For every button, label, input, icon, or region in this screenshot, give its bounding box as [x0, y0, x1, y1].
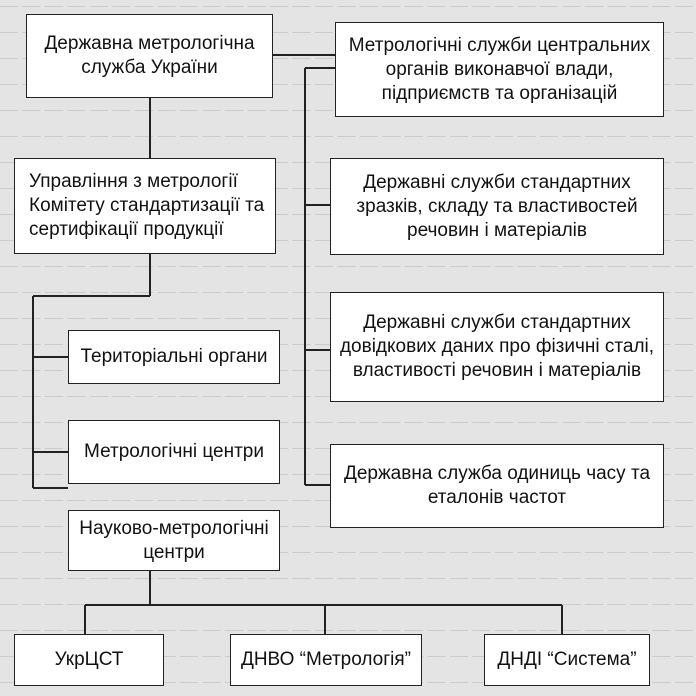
central-bodies-services-box: Метрологічні служби центральних органів … — [335, 22, 664, 117]
reference-data-service-box: Державні служби стандартних довідкових д… — [330, 292, 664, 402]
territorial-bodies-box: Територіальні органи — [68, 330, 280, 384]
dndi-systema-box: ДНДІ “Система” — [484, 634, 650, 686]
ukrcst-label: УкрЦСТ — [54, 649, 124, 670]
standard-samples-service-box: Державні служби стандартних зразків, скл… — [330, 158, 664, 255]
central-bodies-services-label: Метрологічні служби центральних органів … — [348, 34, 651, 104]
time-frequency-service-label: Державна служба одиниць часу та еталонів… — [343, 463, 651, 508]
territorial-bodies-label: Територіальні органи — [80, 346, 268, 367]
state-metrology-service-label: Державна метрологічна служба України — [44, 33, 255, 78]
ukrcst-box: УкрЦСТ — [14, 634, 164, 686]
scientific-metrology-centers-label: Науково-метрологічні центри — [79, 517, 269, 563]
time-frequency-service-box: Державна служба одиниць часу та еталонів… — [330, 444, 664, 528]
metrology-department-label: Управління з метрології Комітету стандар… — [29, 171, 265, 240]
metrology-centers-box: Метрологічні центри — [68, 420, 280, 484]
dndi-systema-label: ДНДІ “Система” — [497, 649, 637, 670]
metrology-department-box: Управління з метрології Комітету стандар… — [14, 158, 276, 254]
reference-data-service-label: Державні служби стандартних довідкових д… — [339, 312, 655, 381]
scientific-metrology-centers-box: Науково-метрологічні центри — [68, 510, 280, 571]
dnvo-metrology-label: ДНВО “Метрологія” — [240, 649, 412, 670]
state-metrology-service-box: Державна метрологічна служба України — [26, 14, 273, 98]
standard-samples-service-label: Державні служби стандартних зразків, скл… — [356, 171, 638, 241]
dnvo-metrology-box: ДНВО “Метрологія” — [230, 634, 422, 686]
metrology-centers-label: Метрологічні центри — [84, 441, 264, 462]
